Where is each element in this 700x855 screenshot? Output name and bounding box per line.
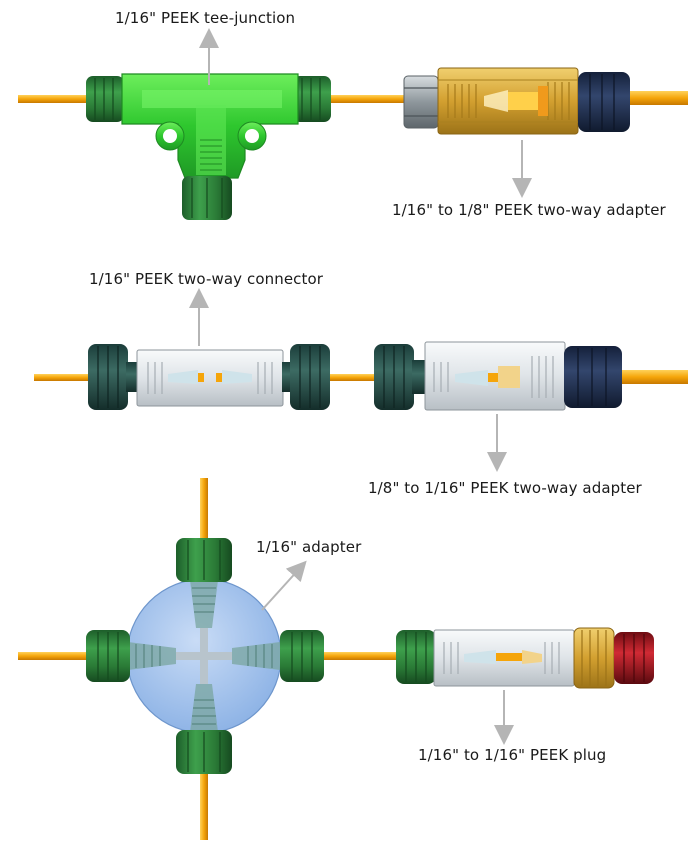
two-way-connector-assembly [34, 288, 376, 410]
pointer-arrow [261, 560, 307, 611]
two-way-connector-label: 1/16" PEEK two-way connector [89, 270, 324, 288]
tubing [34, 374, 94, 381]
cross-adapter-assembly [18, 478, 398, 840]
nut-left [86, 76, 124, 122]
tubing [200, 770, 208, 840]
tee-junction-label: 1/16" PEEK tee-junction [115, 9, 296, 27]
tubing [18, 652, 90, 660]
tubing [622, 370, 688, 384]
tubing [628, 91, 688, 105]
gold-nut [573, 627, 615, 689]
adapter-1-8-to-1-16-assembly [374, 341, 688, 472]
cross-adapter-label: 1/16" adapter [256, 538, 362, 556]
tubing [318, 652, 398, 660]
tee-junction-assembly [18, 28, 405, 220]
steel-nut [403, 75, 439, 129]
navy-nut [564, 346, 622, 408]
tubing [325, 95, 405, 103]
tubing [18, 95, 90, 103]
tubing [320, 374, 376, 381]
adapter-1-16-to-1-8-label: 1/16" to 1/8" PEEK two-way adapter [392, 201, 666, 219]
clear-body [136, 349, 284, 407]
adapter-1-8-to-1-16-label: 1/8" to 1/16" PEEK two-way adapter [368, 479, 642, 497]
plug-assembly [396, 627, 654, 745]
adapter-1-16-to-1-8-assembly [403, 67, 688, 198]
navy-nut [578, 72, 630, 132]
tubing [200, 478, 208, 544]
plug-label: 1/16" to 1/16" PEEK plug [418, 746, 607, 764]
nut-right [293, 76, 331, 122]
